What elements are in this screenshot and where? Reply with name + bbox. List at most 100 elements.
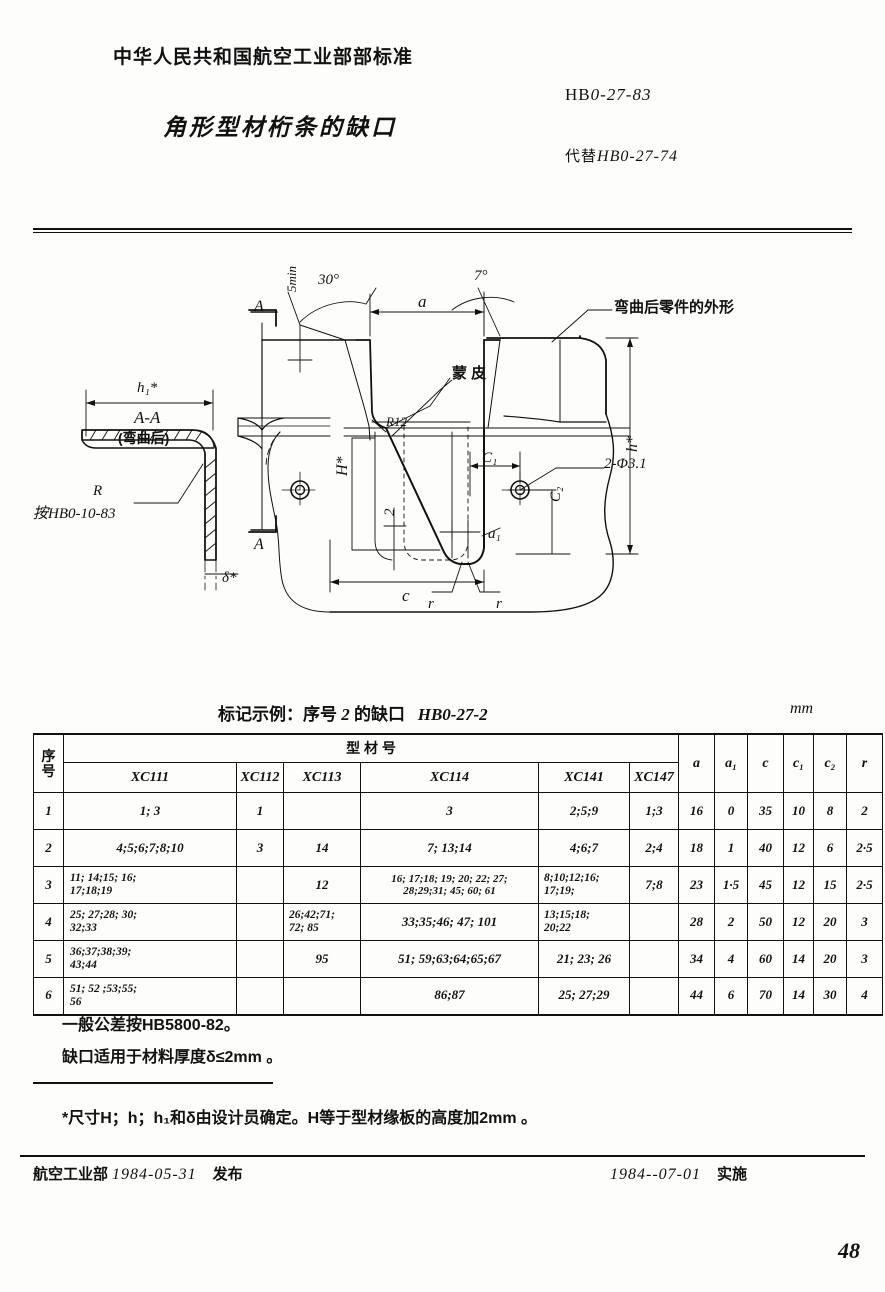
dim-H-label: H* [334,456,351,476]
replaced-code: HB0-27-74 [597,148,678,165]
view-mark-a-bottom: A [254,536,264,553]
dim-c2-label: C₂ [548,486,564,502]
cell-seq: 2 [33,829,64,867]
header-seq: 序 号 [33,733,64,793]
view-mark-a-top: A [254,298,264,315]
header-r: r [846,733,884,793]
standard-code: HB0-27-83 [565,85,651,105]
cell-c1: 10 [783,792,815,830]
cell-c2: 20 [813,903,848,941]
table-caption-suffix: 的缺口 [354,705,405,724]
cell-a: 34 [678,940,716,978]
header-xc141: XC141 [538,762,630,793]
header-seq-line1: 序 [41,747,56,764]
table-caption: 标记示例：序号 2 的缺口 HB0-27-2 [218,700,488,725]
cell-xc114: 7; 13;14 [360,829,539,867]
note-general-tolerance: 一般公差按HB5800-82。 [62,1017,240,1034]
cell-xc141: 4;6;7 [538,829,630,867]
cell-xc111: 25; 27;28; 30; 32;33 [63,903,237,941]
cell-xc112: 3 [236,829,284,867]
cell-xc111: 1; 3 [63,792,237,830]
dim-a1-label: a₁ [488,526,501,542]
cell-xc112 [236,903,284,941]
header-xc112: XC112 [236,762,284,793]
table-row: 2 4;5;6;7;8;10 3 14 7; 13;14 4;6;7 2;4 1… [33,829,884,867]
footer-effect-date: 1984--07-01 [610,1166,701,1183]
header-xc111: XC111 [63,762,237,793]
cell-xc114: 51; 59;63;64;65;67 [360,940,539,978]
cell-c2: 30 [813,977,848,1016]
dim-r12-label: R12 [386,414,407,429]
cell-xc112 [236,977,284,1016]
cell-xc114: 16; 17;18; 19; 20; 22; 27; 28;29;31; 45;… [360,866,539,904]
cell-r: 3 [846,940,884,978]
cell-a1: 1·5 [714,866,749,904]
standard-code-number: 0-27-83 [590,85,652,104]
footer-effect-label: 实施 [716,1166,747,1183]
header-xc114: XC114 [360,762,539,793]
table-body: 1 1; 3 1 3 2;5;9 1;3 16 0 35 10 8 2 2 4;… [33,792,884,1016]
cell-xc141: 25; 27;29 [538,977,630,1016]
cell-a: 18 [678,829,716,867]
cell-xc114: 3 [360,792,539,830]
dim-2-label: 2 [382,508,398,517]
footer-issue: 航空工业部 1984-05-31 发布 [33,1163,243,1184]
dim-h-label: h* [624,436,641,452]
dim-delta-label: δ* [222,570,237,586]
cell-xc113: 95 [283,940,361,978]
footer-issue-label: 发布 [212,1166,243,1183]
cell-r: 2·5 [846,866,884,904]
cell-xc112 [236,866,284,904]
cell-seq: 1 [33,792,64,830]
cell-xc111: 4;5;6;7;8;10 [63,829,237,867]
cell-seq: 4 [33,903,64,941]
footer-issuer: 航空工业部 [33,1166,109,1183]
dim-h1-label: h₁* [137,380,158,396]
header-c2: c₂ [813,733,848,793]
cell-r: 4 [846,977,884,1016]
section-label-aa: A-A [134,408,161,427]
cell-xc113: 12 [283,866,361,904]
header-c1: c₁ [783,733,815,793]
cell-a: 16 [678,792,716,830]
header-c: c [747,733,785,793]
cell-xc141: 8;10;12;16; 17;19; [538,866,630,904]
cell-xc111: 51; 52 ;53;55; 56 [63,977,237,1016]
cell-xc113: 26;42;71; 72; 85 [283,903,361,941]
cell-c: 35 [747,792,785,830]
drawing-svg [81,287,639,613]
replaced-label: 代替 [565,148,598,165]
cell-xc113 [283,792,361,830]
cell-c1: 12 [783,829,815,867]
cell-xc113: 14 [283,829,361,867]
replaced-standard: 代替HB0-27-74 [565,145,678,166]
specification-table: 序 号 型 材 号 a a₁ c c₁ c₂ r XC111 XC112 XC1… [33,733,884,1016]
cell-xc111: 11; 14;15; 16; 17;18;19 [63,866,237,904]
hole-callout: 2-Φ3.1 [604,456,647,472]
header-a: a [678,733,716,793]
header-a1: a₁ [714,733,749,793]
label-bent-part-outline: 弯曲后零件的外形 [614,299,735,316]
cell-a1: 0 [714,792,749,830]
cell-xc112: 1 [236,792,284,830]
cell-c: 50 [747,903,785,941]
cell-c: 45 [747,866,785,904]
cell-xc147 [628,977,680,1016]
technical-drawing: A-A (弯曲后) h₁* δ* R 按HB0-10-83 A A 30° 7°… [0,240,885,660]
table-row: 3 11; 14;15; 16; 17;18;19 12 16; 17;18; … [33,866,884,904]
cell-xc112 [236,940,284,978]
footer-effect: 1984--07-01 实施 [610,1163,747,1184]
cell-xc147: 1;3 [628,792,680,830]
cell-a: 28 [678,903,716,941]
cell-xc114: 86;87 [360,977,539,1016]
cell-r: 2 [846,792,884,830]
table-unit: mm [790,700,814,717]
footnote-dimensions: *尺寸H；h；h₁和δ由设计员确定。H等于型材缘板的高度加2mm 。 [62,1110,538,1127]
table-caption-prefix: 标记示例：序号 [218,705,337,724]
page-number: 48 [838,1238,860,1263]
header-xc113: XC113 [283,762,361,793]
footer-issue-date: 1984-05-31 [112,1166,197,1183]
cell-seq: 5 [33,940,64,978]
header-divider [33,228,852,230]
footnote-divider [33,1082,273,1084]
